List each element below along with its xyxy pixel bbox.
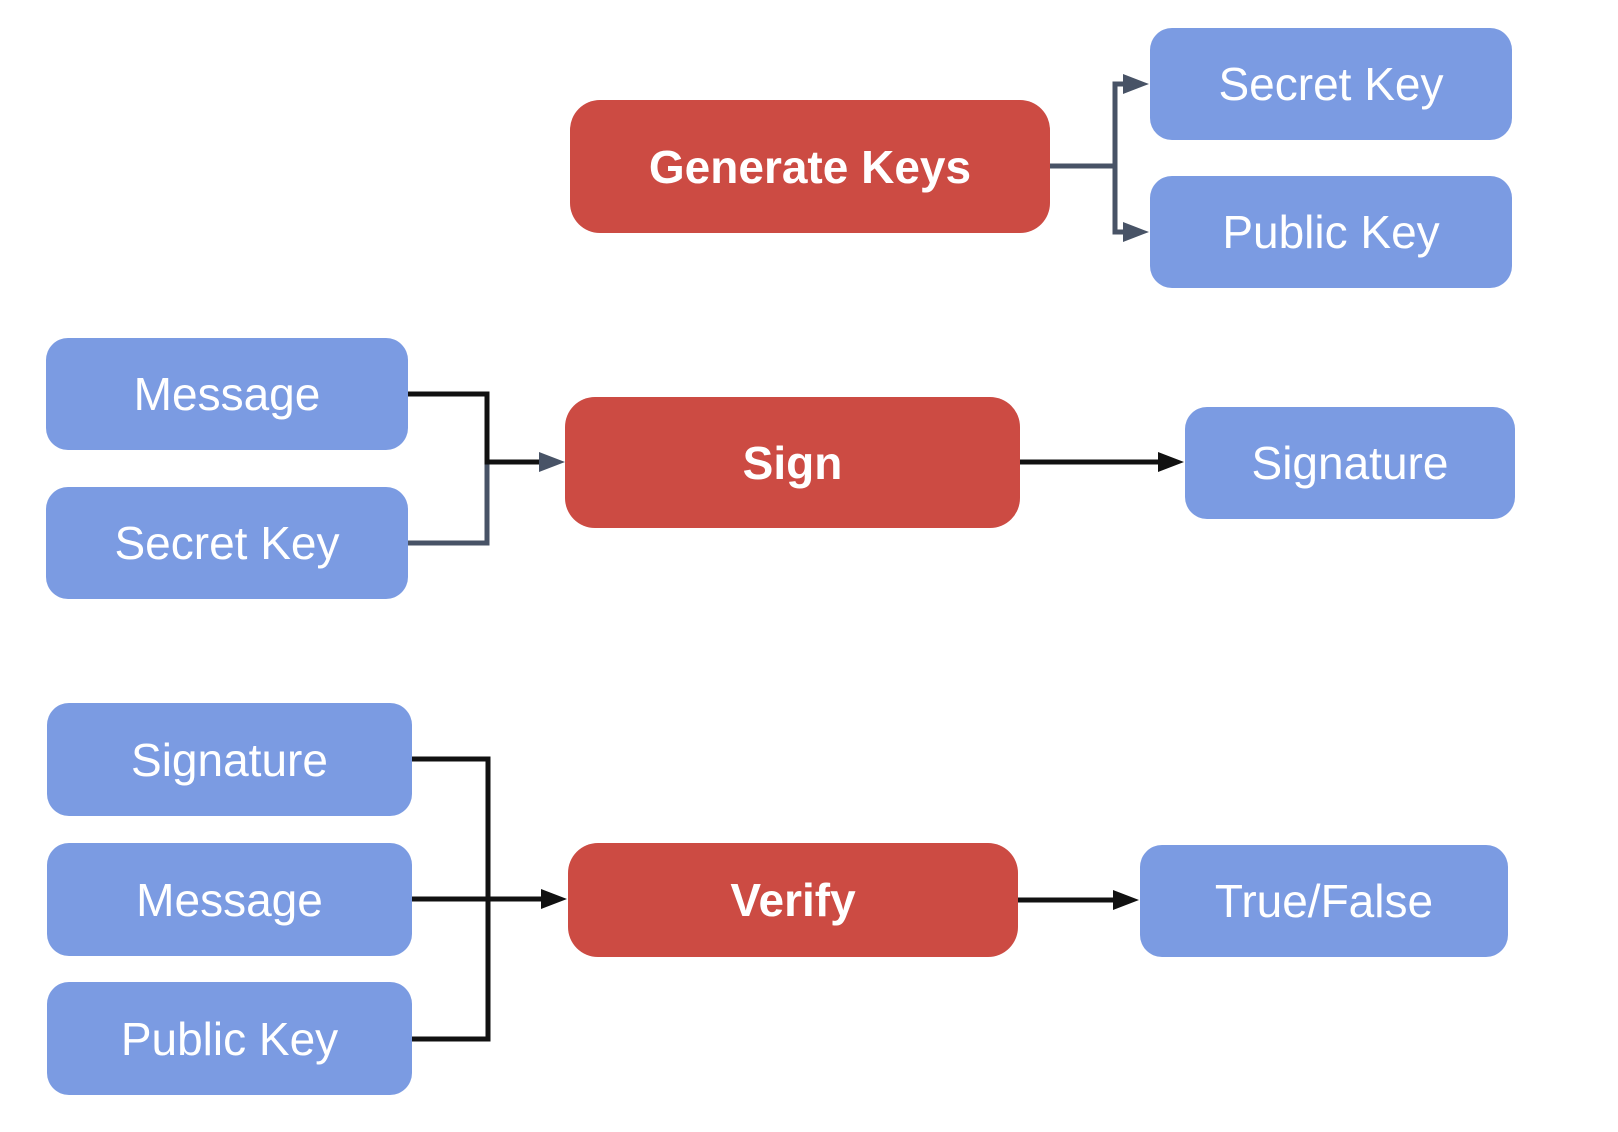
node-true-false-output: True/False (1140, 845, 1508, 957)
node-signature-output: Signature (1185, 407, 1515, 519)
node-generate-keys: Generate Keys (570, 100, 1050, 233)
connector-generate-keys-to-public-key (1112, 166, 1149, 242)
connector-secret-key-to-sign-junction (408, 462, 490, 546)
connector-message-to-sign (408, 391, 565, 472)
connector-generate-keys-to-secret-key (1112, 74, 1149, 166)
node-sign: Sign (565, 397, 1020, 528)
node-public-key-verify-input: Public Key (47, 982, 412, 1095)
node-signature-verify-input: Signature (47, 703, 412, 816)
connector-signature-public-key-to-verify-junction (412, 756, 491, 1042)
node-public-key-output: Public Key (1150, 176, 1512, 288)
node-verify: Verify (568, 843, 1018, 957)
node-message-verify-input: Message (47, 843, 412, 956)
node-secret-key-output: Secret Key (1150, 28, 1512, 140)
node-message-sign-input: Message (46, 338, 408, 450)
node-secret-key-sign-input: Secret Key (46, 487, 408, 599)
